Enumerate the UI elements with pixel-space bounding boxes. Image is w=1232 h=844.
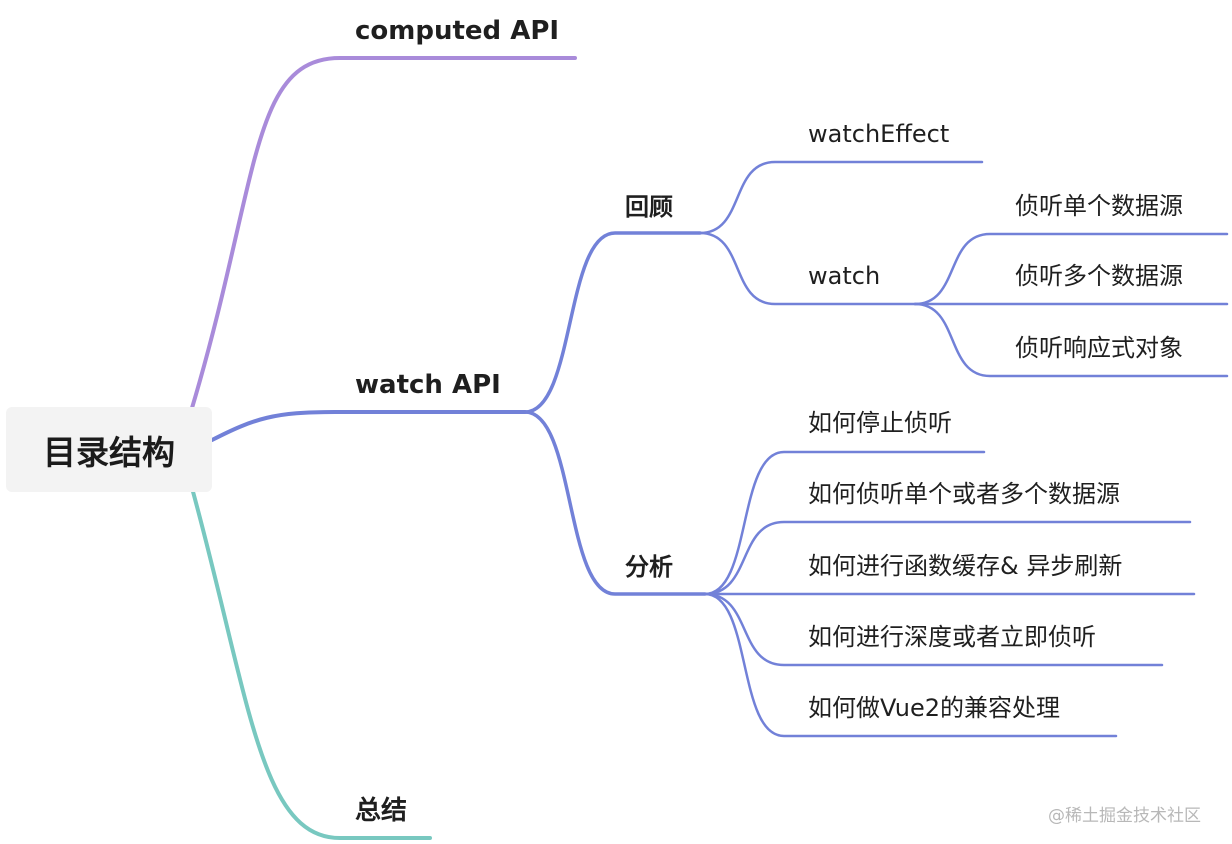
connector-watch-reactive	[913, 302, 1229, 378]
connector-watch-analysis	[523, 410, 707, 596]
connector-root-watch	[210, 410, 527, 442]
watermark: @稀土掘金技术社区	[1048, 806, 1201, 826]
node-watcheffect[interactable]: watchEffect	[808, 120, 950, 148]
root-node[interactable]: 目录结构	[6, 407, 212, 492]
node-review[interactable]: 回顾	[625, 193, 673, 221]
node-summary[interactable]: 总结	[355, 796, 408, 826]
node-watch-single-source[interactable]: 侦听单个数据源	[1015, 192, 1183, 220]
node-watch-api[interactable]: watch API	[355, 370, 501, 400]
node-analysis[interactable]: 分析	[625, 553, 673, 581]
connector-analysis-4	[703, 592, 1164, 667]
connector-analysis-2	[703, 520, 1192, 596]
node-computed-api[interactable]: computed API	[355, 16, 560, 46]
connector-review-watch	[698, 231, 917, 306]
connector-watch-single	[913, 232, 1229, 306]
connector-analysis-5	[703, 592, 1118, 738]
node-analysis-deep-immediate[interactable]: 如何进行深度或者立即侦听	[808, 623, 1096, 651]
connector-root-summary	[190, 486, 432, 840]
node-analysis-stop[interactable]: 如何停止侦听	[808, 409, 952, 437]
node-analysis-cache-flush[interactable]: 如何进行函数缓存& 异步刷新	[808, 552, 1123, 580]
connector-review-watcheffect	[698, 160, 984, 235]
connector-watch-review	[523, 231, 702, 414]
node-analysis-sources[interactable]: 如何侦听单个或者多个数据源	[808, 480, 1120, 508]
node-watch-reactive-object[interactable]: 侦听响应式对象	[1015, 334, 1183, 362]
connector-root-computed	[190, 56, 577, 410]
connector-analysis-1	[703, 450, 986, 596]
node-watch[interactable]: watch	[808, 262, 881, 290]
node-watch-multiple-sources[interactable]: 侦听多个数据源	[1015, 262, 1183, 290]
node-analysis-vue2-compat[interactable]: 如何做Vue2的兼容处理	[808, 694, 1061, 722]
root-label: 目录结构	[43, 432, 175, 472]
